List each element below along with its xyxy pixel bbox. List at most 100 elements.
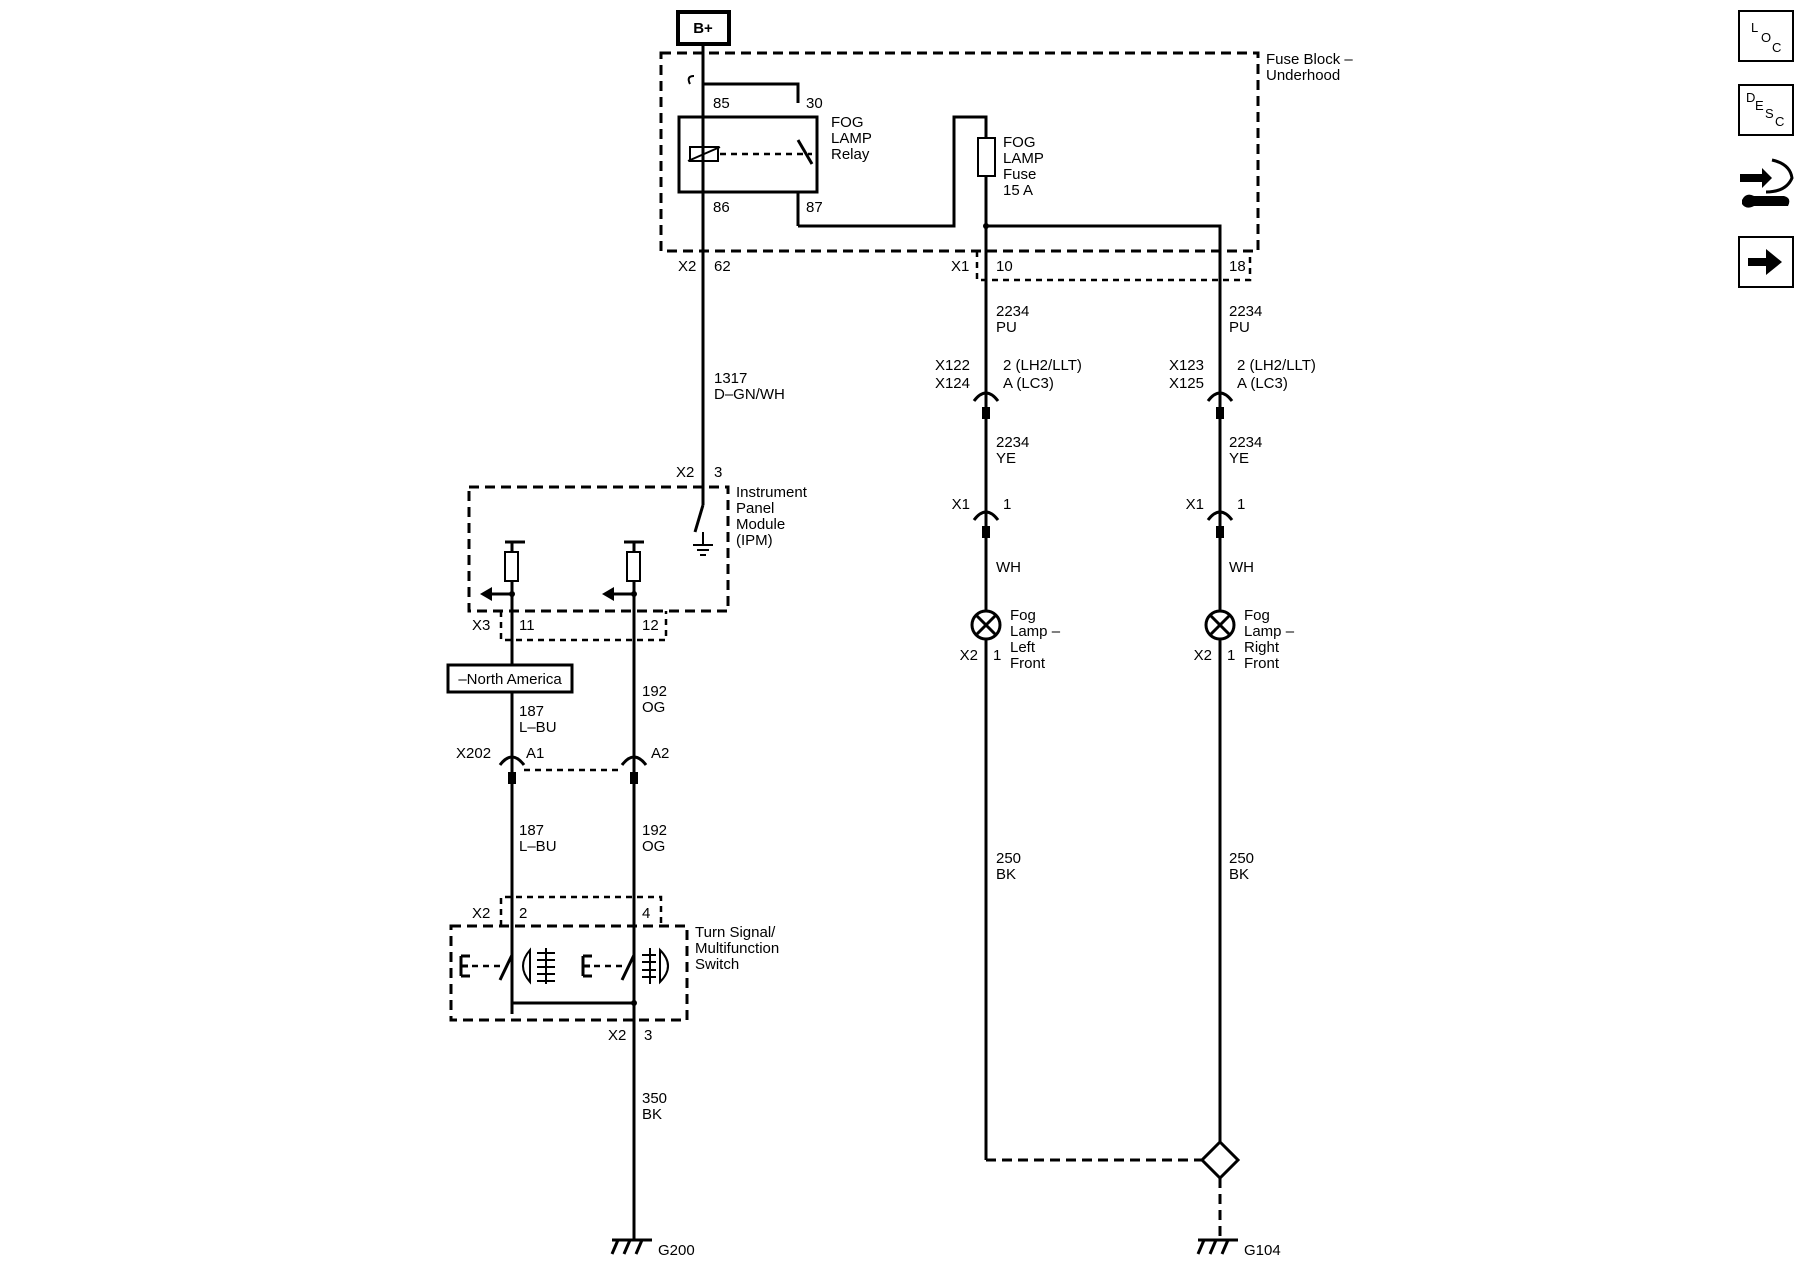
splice-diamond bbox=[1199, 1139, 1241, 1181]
right-wire-wh: WH bbox=[1229, 559, 1254, 576]
relay-pin-30: 30 bbox=[806, 95, 823, 112]
connector-x122-x124 bbox=[972, 391, 1000, 402]
right-connector-x1: X1 bbox=[1186, 496, 1204, 513]
wire-187-lower-color: L–BU bbox=[519, 838, 557, 855]
left-lamp-label: Fog bbox=[1010, 607, 1036, 624]
right-lamp-label-3: Right bbox=[1244, 639, 1280, 656]
battery-positive-label: B+ bbox=[693, 20, 713, 37]
right-wire-mid-number: 2234 bbox=[1229, 434, 1262, 451]
ipm-label-4: (IPM) bbox=[736, 532, 773, 549]
turn-switch-label-2: Multifunction bbox=[695, 940, 779, 957]
connector-x202-a1 bbox=[498, 755, 526, 766]
fuse-rating: 15 A bbox=[1003, 182, 1033, 199]
right-lamp-label: Fog bbox=[1244, 607, 1270, 624]
left-pin-x1: 1 bbox=[1003, 496, 1011, 513]
turn-switch-label: Turn Signal/ bbox=[695, 924, 776, 941]
left-wire-wh: WH bbox=[996, 559, 1021, 576]
left-pin-x2: 1 bbox=[993, 647, 1001, 664]
fuse-block-label: Fuse Block – bbox=[1266, 51, 1353, 68]
pin-3-switch: 3 bbox=[644, 1027, 652, 1044]
left-pin-b: A (LC3) bbox=[1003, 375, 1054, 392]
loc-button[interactable]: L O C bbox=[1738, 10, 1794, 62]
right-connector-x2: X2 bbox=[1194, 647, 1212, 664]
pin-4: 4 bbox=[642, 905, 650, 922]
connector-x124: X124 bbox=[935, 375, 970, 392]
connector-x1-right-lamp bbox=[1206, 510, 1234, 521]
wire-350-number: 350 bbox=[642, 1090, 667, 1107]
ground-g200-label: G200 bbox=[658, 1242, 695, 1259]
right-wire-gnd-number: 250 bbox=[1229, 850, 1254, 867]
loc-letter-c: C bbox=[1772, 40, 1781, 55]
connector-x2-switch: X2 bbox=[472, 905, 490, 922]
left-wire-gnd-color: BK bbox=[996, 866, 1016, 883]
front-fog-lamp-icon bbox=[522, 947, 555, 985]
connector-x123-x125 bbox=[1206, 391, 1234, 402]
relay-coil bbox=[689, 146, 719, 162]
left-wire-gnd-number: 250 bbox=[996, 850, 1021, 867]
left-lamp-label-3: Left bbox=[1010, 639, 1036, 656]
right-lamp-label-4: Front bbox=[1244, 655, 1280, 672]
relay-pin-87: 87 bbox=[806, 199, 823, 216]
fuse-label-3: Fuse bbox=[1003, 166, 1036, 183]
pin-2: 2 bbox=[519, 905, 527, 922]
relay-pin-86: 86 bbox=[713, 199, 730, 216]
right-fog-lamp-bulb bbox=[1204, 609, 1236, 641]
ipm-label-2: Panel bbox=[736, 500, 774, 517]
wire-187-lower-number: 187 bbox=[519, 822, 544, 839]
connector-x122: X122 bbox=[935, 357, 970, 374]
desc-letter-s: S bbox=[1765, 106, 1774, 121]
fuse-label: FOG bbox=[1003, 134, 1036, 151]
tools-icon bbox=[1740, 158, 1794, 208]
pin-a2: A2 bbox=[651, 745, 669, 762]
desc-letter-e: E bbox=[1755, 98, 1764, 113]
left-wire-top-color: PU bbox=[996, 319, 1017, 336]
connector-x2-fuse-block: X2 bbox=[678, 258, 696, 275]
wire-192-number: 192 bbox=[642, 683, 667, 700]
tools-button[interactable] bbox=[1736, 152, 1796, 218]
left-pin-a: 2 (LH2/LLT) bbox=[1003, 357, 1082, 374]
wire-192-lower-number: 192 bbox=[642, 822, 667, 839]
relay-label-3: Relay bbox=[831, 146, 870, 163]
wire-187-number: 187 bbox=[519, 703, 544, 720]
relay-label: FOG bbox=[831, 114, 864, 131]
right-wire-gnd-color: BK bbox=[1229, 866, 1249, 883]
turn-switch-label-3: Switch bbox=[695, 956, 739, 973]
connector-x202-a2 bbox=[620, 755, 648, 766]
ipm-driver-11 bbox=[504, 551, 519, 582]
fog-lamp-relay bbox=[677, 115, 819, 194]
right-wire-top-color: PU bbox=[1229, 319, 1250, 336]
next-button[interactable] bbox=[1738, 236, 1794, 288]
left-connector-x2: X2 bbox=[960, 647, 978, 664]
ground-g104-symbol bbox=[1196, 1238, 1238, 1255]
connector-x3-ipm: X3 bbox=[472, 617, 490, 634]
rear-fog-lamp-icon bbox=[642, 947, 669, 985]
connector-x123: X123 bbox=[1169, 357, 1204, 374]
desc-button[interactable]: D E S C bbox=[1738, 84, 1794, 136]
north-america-option-label: –North America bbox=[458, 671, 562, 688]
ground-g104-label: G104 bbox=[1244, 1242, 1281, 1259]
right-pin-a: 2 (LH2/LLT) bbox=[1237, 357, 1316, 374]
ground-g200-symbol bbox=[610, 1238, 652, 1255]
fuse-label-2: LAMP bbox=[1003, 150, 1044, 167]
fog-lamp-fuse bbox=[977, 137, 996, 177]
right-lamp-label-2: Lamp – bbox=[1244, 623, 1295, 640]
ipm-driver-12 bbox=[626, 551, 641, 582]
turn-signal-switch-outline bbox=[449, 924, 689, 1022]
loc-letter-l: L bbox=[1751, 20, 1758, 35]
relay-label-2: LAMP bbox=[831, 130, 872, 147]
right-pin-x2: 1 bbox=[1227, 647, 1235, 664]
wire-1317-color: D–GN/WH bbox=[714, 386, 785, 403]
wire-350-color: BK bbox=[642, 1106, 662, 1123]
left-wire-mid-color: YE bbox=[996, 450, 1016, 467]
pin-18: 18 bbox=[1229, 258, 1246, 275]
pin-62: 62 bbox=[714, 258, 731, 275]
pin-10: 10 bbox=[996, 258, 1013, 275]
fuse-block-outline bbox=[659, 51, 1260, 253]
left-wire-mid-number: 2234 bbox=[996, 434, 1029, 451]
connector-x2-switch-bottom: X2 bbox=[608, 1027, 626, 1044]
north-america-option-tag bbox=[446, 663, 574, 694]
right-wire-top-number: 2234 bbox=[1229, 303, 1262, 320]
left-fog-lamp-bulb bbox=[970, 609, 1002, 641]
wire-192-color: OG bbox=[642, 699, 665, 716]
